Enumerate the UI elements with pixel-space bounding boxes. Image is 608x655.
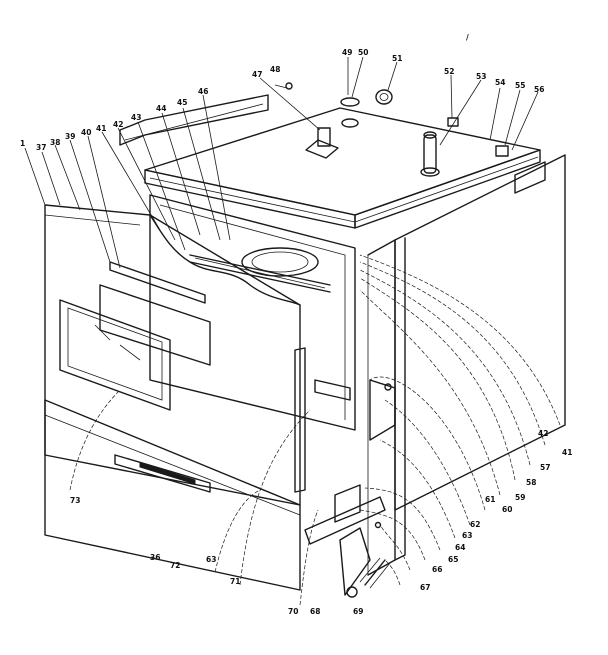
label-42b: 42 [538,429,548,438]
label-44: 44 [156,104,166,113]
label-42: 42 [113,120,123,129]
part-labels: 1 37 38 39 40 41 42 43 44 45 46 47 48 49… [20,48,572,616]
storage-drawer [44,399,301,591]
right-side-panel [367,154,566,576]
label-1: 1 [20,139,25,148]
label-63: 63 [462,531,472,540]
label-63b: 63 [206,555,216,564]
label-45: 45 [177,98,187,107]
label-47: 47 [252,70,262,79]
top-components [285,82,509,177]
label-39: 39 [65,132,75,141]
label-72: 72 [170,561,180,570]
label-68: 68 [310,607,320,616]
label-73: 73 [70,496,80,505]
label-71: 71 [230,577,240,586]
label-67: 67 [420,583,430,592]
label-52: 52 [444,67,454,76]
label-61: 61 [485,495,495,504]
oven-cavity [149,194,356,431]
label-70: 70 [288,607,298,616]
label-41b: 41 [562,448,572,457]
label-50: 50 [358,48,368,57]
label-54: 54 [495,78,505,87]
label-48: 48 [270,65,280,74]
leader-lines [24,56,561,606]
cooktop-panel [144,107,541,229]
label-49: 49 [342,48,352,57]
label-40: 40 [81,128,91,137]
door-trim-strip [294,347,306,493]
label-41: 41 [96,124,106,133]
label-53: 53 [476,72,486,81]
label-62: 62 [470,520,480,529]
label-59: 59 [515,493,525,502]
label-60: 60 [502,505,512,514]
label-46: 46 [198,87,208,96]
label-69: 69 [353,607,363,616]
label-43: 43 [131,113,141,122]
label-51: 51 [392,54,402,63]
label-57: 57 [540,463,550,472]
label-66: 66 [432,565,442,574]
back-panel [119,94,269,146]
label-65: 65 [448,555,458,564]
label-36: 36 [150,553,160,562]
bottom-parts [304,379,396,598]
label-64: 64 [455,543,465,552]
label-56: 56 [534,85,544,94]
label-58: 58 [526,478,536,487]
label-37: 37 [36,143,46,152]
label-38: 38 [50,138,60,147]
corner-mark: / [466,33,469,42]
label-55: 55 [515,81,525,90]
